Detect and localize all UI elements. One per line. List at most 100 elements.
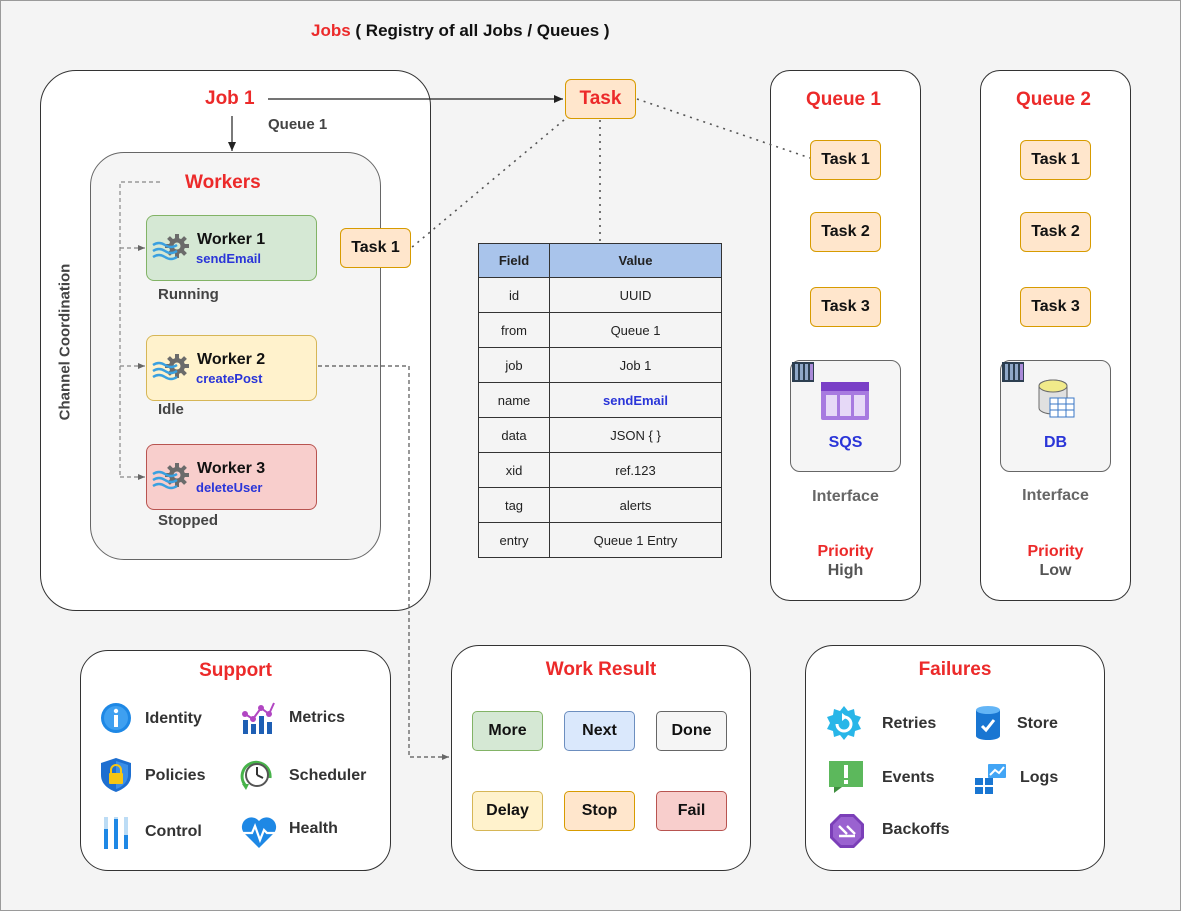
logs-icon [974, 762, 1008, 801]
table-cell: alerts [549, 487, 722, 523]
queue-title: Queue 2 [1016, 89, 1091, 110]
table-cell: Queue 1 Entry [549, 522, 722, 558]
failures-panel [805, 645, 1105, 871]
failure-item-label: Logs [1020, 769, 1059, 786]
table-cell: JSON { } [549, 417, 722, 453]
worker-gear-icon [151, 461, 191, 498]
table-cell: UUID [549, 277, 722, 313]
task-box[interactable]: Task [565, 79, 636, 119]
support-item-label: Health [289, 820, 338, 837]
table-header: Field [478, 243, 550, 278]
table-cell: Job 1 [549, 347, 722, 383]
table-cell: ref.123 [549, 452, 722, 488]
worker-gear-icon [151, 352, 191, 389]
support-item-label: Control [145, 823, 202, 840]
resource-badge-icon [1001, 361, 1025, 388]
worker-2[interactable]: Worker 2 createPost [146, 335, 317, 401]
control-sliders-icon [102, 815, 130, 856]
title-subtitle: ( Registry of all Jobs / Queues ) [355, 21, 610, 40]
failure-item-label: Store [1017, 715, 1058, 732]
queue-task[interactable]: Task 1 [1020, 140, 1091, 180]
table-header: Value [549, 243, 722, 278]
service-tile[interactable]: SQS [790, 360, 901, 472]
result-done[interactable]: Done [656, 711, 727, 751]
work-result-panel [451, 645, 751, 871]
worker-name: Worker 1 [197, 231, 266, 248]
scheduler-clock-icon [240, 758, 274, 797]
queue-title: Queue 1 [806, 89, 881, 110]
worker-name: Worker 2 [197, 351, 266, 368]
worker-state: Stopped [158, 512, 218, 529]
worker-task-box[interactable]: Task 1 [340, 228, 411, 268]
queue-task[interactable]: Task 3 [1020, 287, 1091, 327]
worker-state: Idle [158, 401, 184, 418]
table-cell: from [478, 312, 550, 348]
failure-item-label: Events [882, 769, 935, 786]
failure-item-label: Retries [882, 715, 937, 732]
table-cell: id [478, 277, 550, 313]
work-result-title: Work Result [545, 659, 657, 680]
events-alert-icon [828, 760, 864, 799]
worker-state: Running [158, 286, 219, 303]
interface-label: Interface [1022, 487, 1089, 504]
worker-name: Worker 3 [197, 460, 266, 477]
table-cell: name [478, 382, 550, 418]
workers-title: Workers [185, 172, 261, 193]
job-label: Job 1 [205, 88, 255, 109]
job-queue-label: Queue 1 [268, 116, 328, 133]
page-title: Jobs ( Registry of all Jobs / Queues ) [311, 21, 610, 41]
interface-label: Interface [812, 488, 879, 505]
table-cell: data [478, 417, 550, 453]
priority-label: Priority [1027, 543, 1084, 560]
worker-1[interactable]: Worker 1 sendEmail [146, 215, 317, 281]
worker-gear-icon [151, 232, 191, 269]
table-header-row: Field Value [478, 243, 722, 278]
failure-item-label: Backoffs [882, 821, 950, 838]
support-item-label: Metrics [289, 709, 346, 726]
queue-task[interactable]: Task 2 [810, 212, 881, 252]
info-icon [100, 702, 132, 739]
worker-3[interactable]: Worker 3 deleteUser [146, 444, 317, 510]
worker-function: sendEmail [196, 251, 262, 266]
sqs-queue-icon [820, 381, 870, 426]
result-fail[interactable]: Fail [656, 791, 727, 831]
table-cell: tag [478, 487, 550, 523]
result-next[interactable]: Next [564, 711, 635, 751]
service-name: DB [1043, 434, 1068, 451]
priority-label: Priority [817, 543, 874, 560]
priority-value: Low [1039, 562, 1072, 579]
queue-task[interactable]: Task 2 [1020, 212, 1091, 252]
service-tile[interactable]: DB [1000, 360, 1111, 472]
support-item-label: Policies [145, 767, 206, 784]
support-item-label: Identity [145, 710, 202, 727]
title-jobs: Jobs [311, 21, 351, 40]
metrics-icon [240, 700, 276, 741]
queue-task[interactable]: Task 1 [810, 140, 881, 180]
worker-function: deleteUser [196, 480, 263, 495]
result-delay[interactable]: Delay [472, 791, 543, 831]
result-more[interactable]: More [472, 711, 543, 751]
table-cell: entry [478, 522, 550, 558]
channel-coordination-label: Channel Coordination [56, 263, 74, 421]
retries-icon [826, 705, 862, 746]
database-icon [1036, 378, 1076, 425]
queue-task[interactable]: Task 3 [810, 287, 881, 327]
priority-value: High [827, 562, 864, 579]
store-icon [974, 705, 1002, 746]
service-name: SQS [828, 434, 863, 451]
result-stop[interactable]: Stop [564, 791, 635, 831]
table-cell: job [478, 347, 550, 383]
table-cell: xid [478, 452, 550, 488]
support-title: Support [199, 660, 272, 681]
table-cell: Queue 1 [549, 312, 722, 348]
failures-title: Failures [918, 659, 992, 680]
